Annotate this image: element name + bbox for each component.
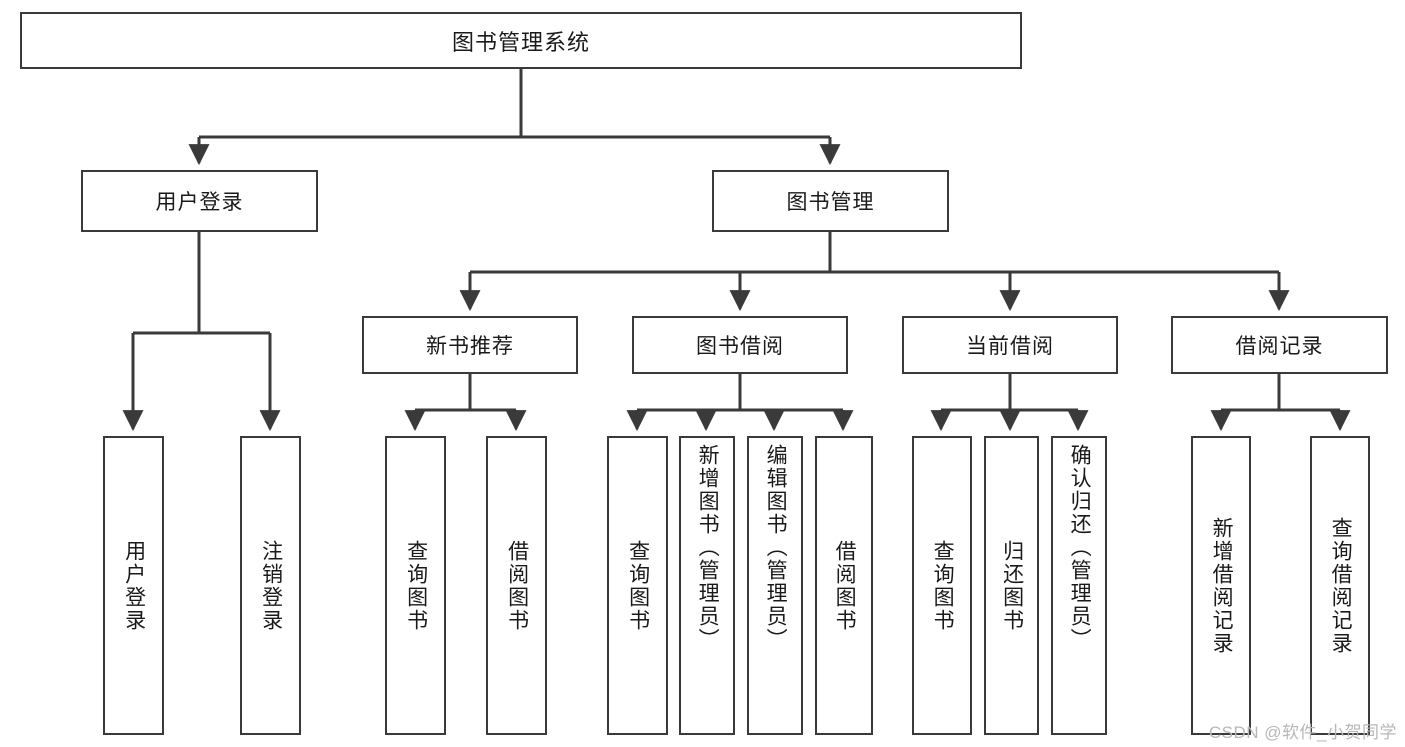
leaf-borrow-edit-book-admin[interactable]: 编辑图书（管理员） (747, 436, 803, 735)
leaf-borrow-borrow-books[interactable]: 借阅图书 (815, 436, 873, 735)
node-borrow-record[interactable]: 借阅记录 (1171, 316, 1388, 374)
node-user-login[interactable]: 用户登录 (81, 170, 318, 232)
node-root-book-management-system[interactable]: 图书管理系统 (20, 12, 1022, 69)
leaf-new-book-query-books[interactable]: 查询图书 (385, 436, 446, 735)
node-new-book-recommend[interactable]: 新书推荐 (362, 316, 578, 374)
leaf-user-login-signin[interactable]: 用户登录 (103, 436, 164, 735)
leaf-record-query-borrow-record[interactable]: 查询借阅记录 (1310, 436, 1370, 735)
leaf-current-return-books[interactable]: 归还图书 (984, 436, 1039, 735)
leaf-new-book-borrow-books[interactable]: 借阅图书 (486, 436, 547, 735)
leaf-current-confirm-return-admin[interactable]: 确认归还（管理员） (1051, 436, 1107, 735)
leaf-user-login-signout[interactable]: 注销登录 (240, 436, 301, 735)
leaf-record-add-borrow-record[interactable]: 新增借阅记录 (1191, 436, 1251, 735)
node-current-borrow[interactable]: 当前借阅 (902, 316, 1118, 374)
node-book-management[interactable]: 图书管理 (712, 170, 949, 232)
leaf-borrow-add-book-admin[interactable]: 新增图书（管理员） (679, 436, 735, 735)
leaf-borrow-query-books[interactable]: 查询图书 (607, 436, 668, 735)
leaf-current-query-books[interactable]: 查询图书 (912, 436, 972, 735)
node-book-borrow[interactable]: 图书借阅 (632, 316, 848, 374)
